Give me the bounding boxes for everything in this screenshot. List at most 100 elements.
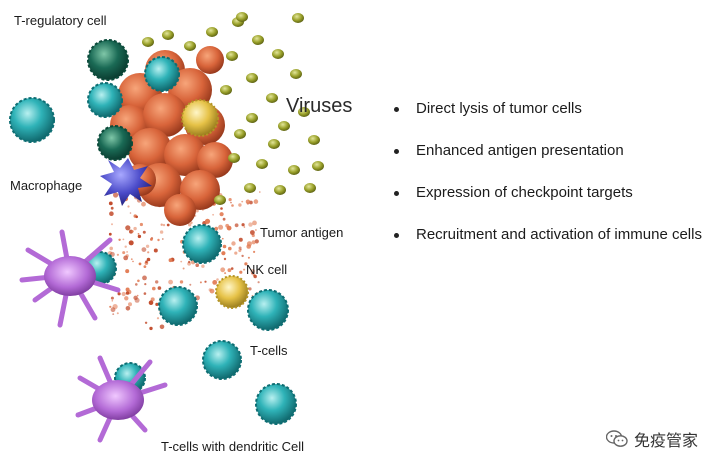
antigen-particle: [214, 226, 219, 231]
antigen-particle: [234, 251, 238, 255]
antigen-particle: [141, 201, 146, 207]
antigen-particle: [166, 223, 170, 227]
t-cell: [247, 289, 289, 331]
virus-particle: [236, 12, 248, 22]
antigen-particle: [204, 218, 211, 224]
antigen-particle: [121, 291, 126, 297]
antigen-particle: [109, 246, 113, 251]
antigen-particle: [143, 265, 147, 268]
antigen-particle: [124, 245, 127, 248]
antigen-particle: [135, 283, 138, 286]
antigen-particle: [241, 200, 244, 203]
antigen-particle: [241, 254, 244, 258]
antigen-particle: [133, 226, 137, 231]
antigen-particle: [116, 253, 119, 256]
antigen-particle: [143, 292, 147, 295]
antigen-particle: [136, 294, 139, 297]
antigen-particle: [231, 204, 234, 207]
antigen-particle: [108, 201, 113, 206]
antigen-particle: [220, 267, 226, 273]
dendritic-cell: [19, 229, 121, 328]
effects-list: Direct lysis of tumor cells Enhanced ant…: [390, 98, 728, 266]
antigen-particle: [244, 262, 248, 266]
antigen-particle: [150, 297, 155, 302]
antigen-particle: [223, 257, 227, 261]
antigen-particle: [144, 283, 147, 286]
antigen-particle: [250, 230, 255, 235]
wechat-icon: [606, 430, 628, 447]
antigen-particle: [212, 280, 218, 285]
virus-particle: [266, 93, 278, 103]
antigen-particle: [142, 275, 147, 281]
t-cells-dendritic-label: T-cells with dendritic Cell: [161, 439, 305, 454]
antigen-particle: [248, 287, 252, 291]
antigen-particle: [131, 230, 134, 233]
antigen-particle: [155, 302, 159, 306]
antigen-particle: [180, 260, 183, 263]
antigen-particle: [141, 247, 147, 253]
antigen-particle: [145, 260, 148, 264]
antigen-particle: [118, 238, 121, 241]
nk-cell-label: NK cell: [246, 262, 288, 277]
antigen-particle: [111, 223, 113, 226]
virus-particle: [290, 69, 302, 79]
antigen-particle: [231, 241, 236, 246]
antigen-particle: [157, 238, 160, 242]
t-cell: [9, 97, 55, 143]
t-cells-label: T-cells: [250, 343, 288, 358]
virus-particle: [312, 161, 324, 171]
watermark-text: 免疫管家: [634, 433, 699, 450]
antigen-particle: [230, 267, 234, 270]
antigen-particle: [134, 297, 140, 303]
antigen-particle: [125, 269, 130, 274]
antigen-particle: [219, 212, 224, 217]
virus-particle: [246, 73, 258, 83]
antigen-particle: [227, 268, 232, 273]
antigen-particle: [189, 283, 192, 286]
antigen-particle: [137, 234, 142, 239]
virus-particle: [268, 139, 280, 149]
t-regulatory-cell: [87, 39, 129, 81]
antigen-particle: [238, 237, 243, 242]
antigen-particle: [204, 280, 207, 283]
t-cell: [255, 383, 297, 425]
antigen-particle: [108, 232, 112, 236]
antigen-particle: [124, 296, 129, 301]
virus-particle: [142, 37, 154, 47]
antigen-particle: [153, 248, 158, 253]
antigen-particle: [254, 239, 259, 244]
virus-particle: [274, 185, 286, 195]
antigen-particle: [139, 222, 143, 227]
antigen-particle: [128, 240, 134, 246]
virus-particle: [278, 121, 290, 131]
antigen-particle: [155, 280, 159, 284]
virus-particle: [234, 129, 246, 139]
virus-particle: [308, 135, 320, 145]
antigen-particle: [195, 263, 199, 268]
virus-particle: [272, 49, 284, 59]
bullet-dot: [394, 149, 399, 154]
antigen-particle: [179, 280, 184, 284]
antigen-particle: [128, 302, 132, 307]
virus-particle: [298, 107, 310, 117]
antigen-particle: [122, 238, 125, 241]
antigen-particle: [248, 222, 253, 227]
virus-particle: [226, 51, 238, 61]
t-regulatory-cell-label: T-regulatory cell: [14, 13, 107, 28]
antigen-particle: [216, 278, 219, 281]
antigen-particle: [123, 255, 129, 261]
antigen-particle: [161, 238, 164, 240]
antigen-particle: [138, 262, 142, 266]
virus-particle: [220, 85, 232, 95]
t-regulatory-cell: [97, 125, 133, 161]
antigen-particle: [252, 220, 257, 226]
antigen-particle: [125, 225, 131, 231]
watermark: 免疫管家: [606, 428, 698, 450]
antigen-particle: [127, 205, 130, 208]
antigen-particle: [160, 223, 163, 226]
antigen-particle: [117, 292, 121, 296]
antigen-particle: [222, 217, 226, 221]
list-item: Direct lysis of tumor cells: [390, 98, 728, 140]
antigen-particle: [109, 211, 114, 216]
antigen-particle: [253, 274, 257, 279]
